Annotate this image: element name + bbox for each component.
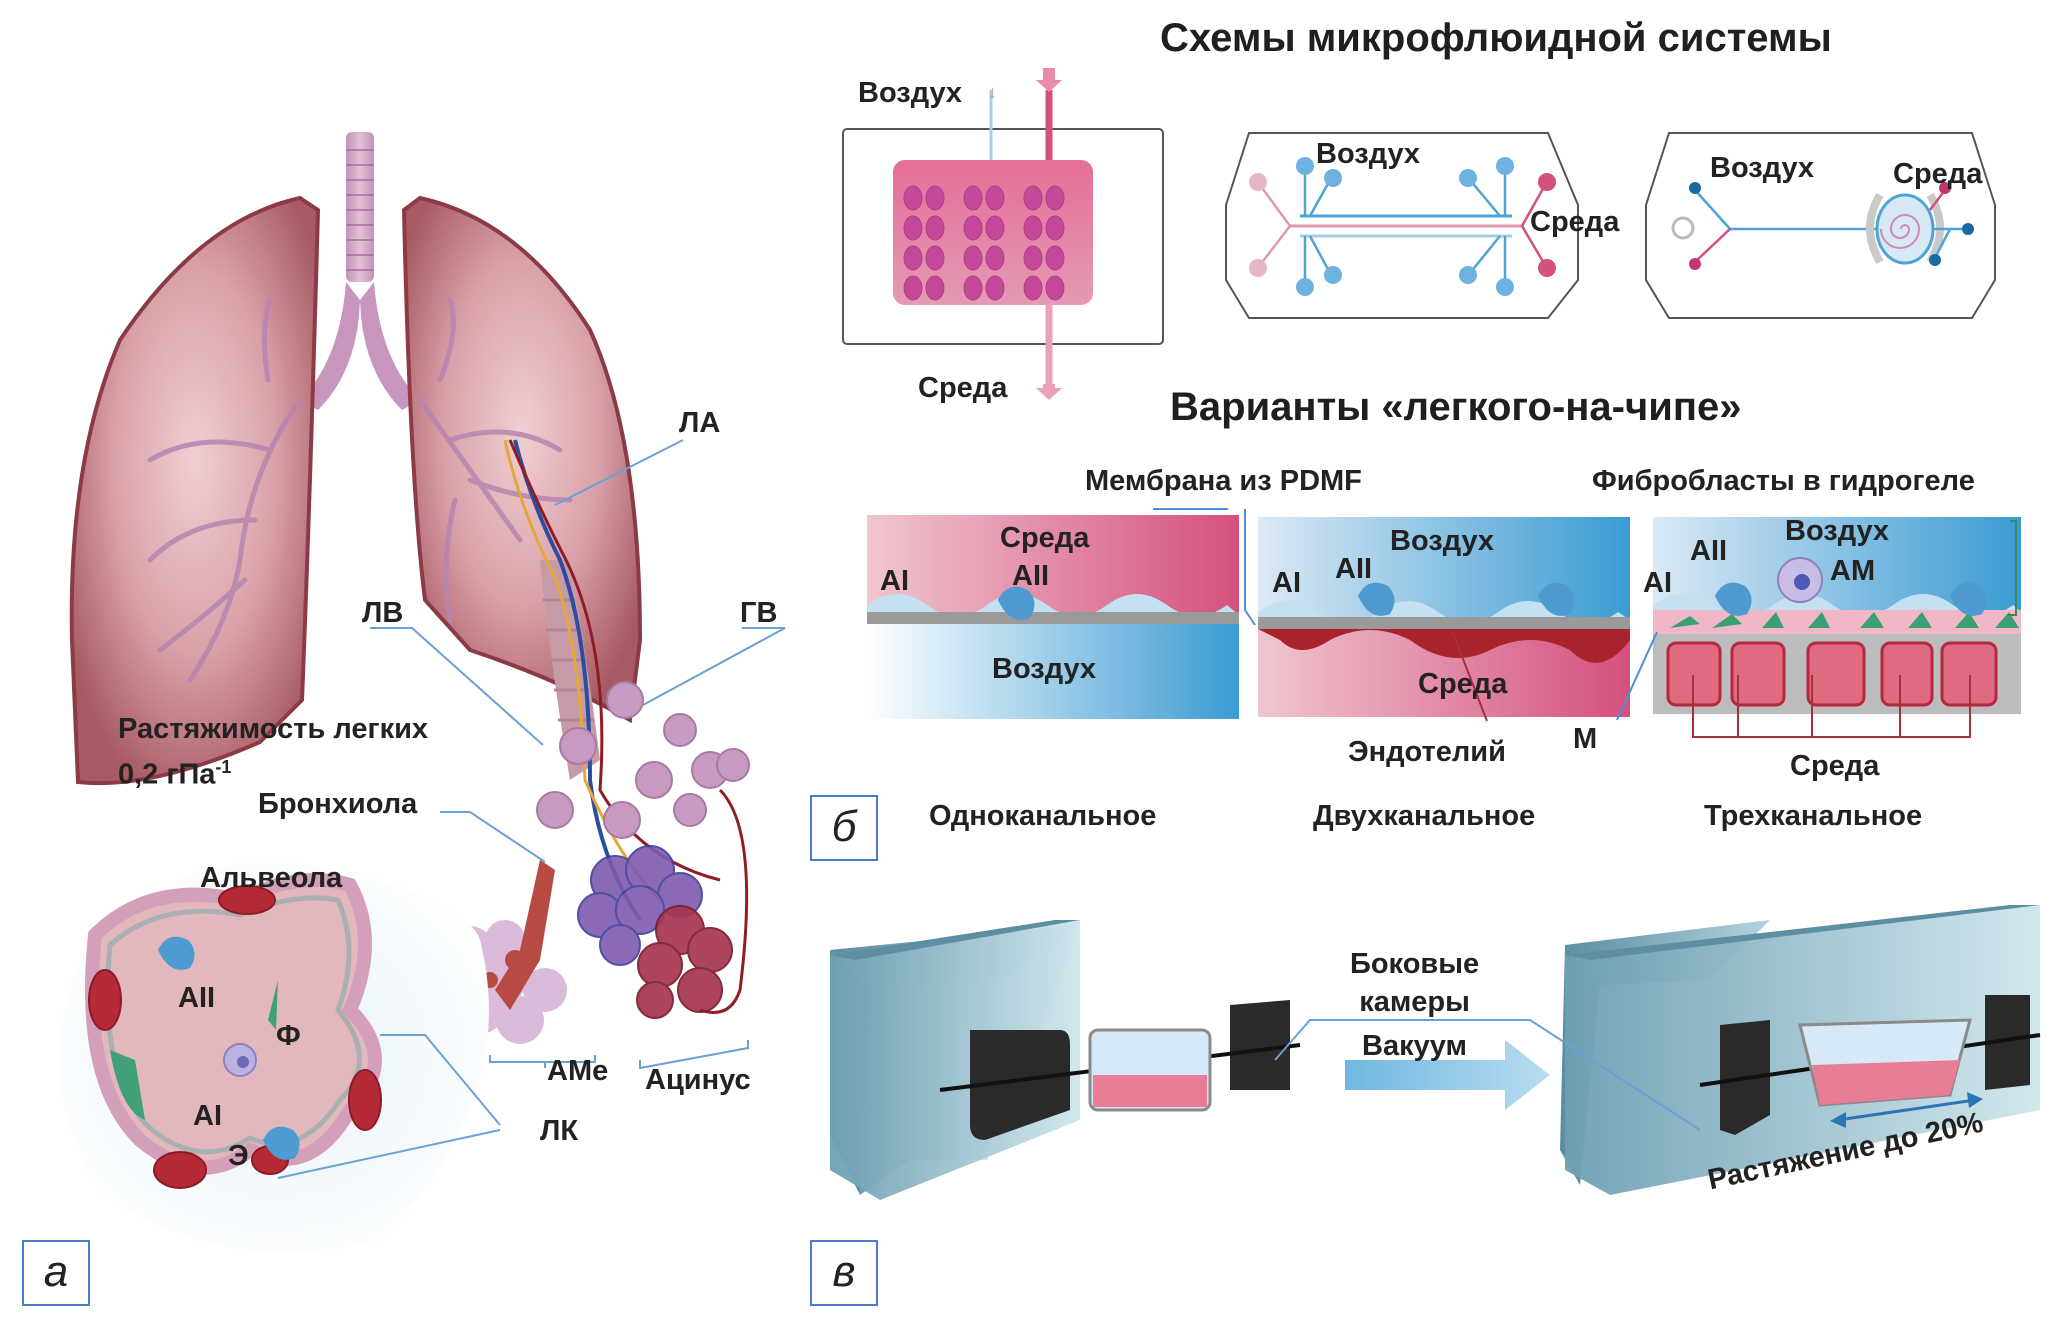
compliance-line2: 0,2 гПа bbox=[118, 758, 216, 791]
trachea bbox=[300, 132, 420, 410]
label-la: ЛА bbox=[679, 407, 721, 439]
side-chambers-label: Боковые камеры bbox=[1350, 945, 1479, 1021]
chip-well bbox=[985, 185, 1005, 211]
panel-tag-a: а bbox=[22, 1240, 90, 1306]
variant3-aii: AII bbox=[1690, 535, 1728, 567]
label-lv: ЛВ bbox=[362, 597, 404, 629]
scheme-1-air-label: Воздух bbox=[858, 77, 963, 109]
label-alveolus: Альвеола bbox=[200, 862, 343, 894]
chip-well bbox=[925, 245, 945, 271]
label-lk: ЛК bbox=[540, 1115, 579, 1147]
variant3-top-air: Воздух bbox=[1785, 515, 1890, 547]
chip-well bbox=[925, 215, 945, 241]
acinus-cluster bbox=[577, 788, 749, 1019]
scheme-2-medium-label: Среда bbox=[1530, 206, 1620, 238]
scheme-3-air-label: Воздух bbox=[1710, 152, 1815, 184]
variant3-bottom-medium: Среда bbox=[1790, 750, 1880, 782]
chip-well bbox=[1023, 185, 1043, 211]
variant-two-channel bbox=[1258, 517, 1630, 717]
variant2-aii: AII bbox=[1335, 553, 1373, 585]
chip-well bbox=[903, 185, 923, 211]
membrane-label: Мембрана из PDMF bbox=[1085, 465, 1362, 497]
variant-three-channel bbox=[1653, 517, 2021, 738]
side-chambers-line1: Боковые bbox=[1350, 948, 1480, 980]
variant1-aii: AII bbox=[1012, 560, 1050, 592]
scheme-3-chip bbox=[1645, 132, 1996, 319]
air-down-arrow-icon: ↓ bbox=[988, 82, 997, 102]
variant3-name: Трехканальное bbox=[1704, 800, 1923, 832]
scheme-1-medium-label: Среда bbox=[918, 372, 1008, 404]
variant2-name: Двухканальное bbox=[1313, 800, 1536, 832]
right-lung-shape bbox=[69, 195, 321, 786]
label-endothelium-e: Э bbox=[228, 1140, 249, 1172]
chip-well bbox=[903, 275, 923, 301]
variant1-bottom-air: Воздух bbox=[992, 653, 1097, 685]
variant3-m: М bbox=[1573, 723, 1598, 755]
chip-well bbox=[1023, 215, 1043, 241]
chip-well bbox=[925, 185, 945, 211]
label-compliance: Растяжимость легких 0,2 гПа-1 bbox=[118, 710, 428, 794]
chip-well bbox=[1023, 275, 1043, 301]
chip-well bbox=[903, 245, 923, 271]
chip-well bbox=[1045, 215, 1065, 241]
variant2-endothelium: Эндотелий bbox=[1348, 736, 1506, 768]
chip-well bbox=[903, 215, 923, 241]
label-ame: АМе bbox=[547, 1055, 609, 1087]
scheme-2-air-label: Воздух bbox=[1316, 138, 1421, 170]
title-lung-on-chip-variants: Варианты «легкого-на-чипе» bbox=[1170, 385, 1742, 429]
chip-well bbox=[1045, 275, 1065, 301]
compliance-line1: Растяжимость легких bbox=[118, 713, 429, 745]
title-microfluidic-schemes: Схемы микрофлюидной системы bbox=[1160, 16, 1832, 60]
chip-well bbox=[1023, 245, 1043, 271]
chip-well bbox=[1045, 185, 1065, 211]
label-gv: ГВ bbox=[740, 597, 778, 629]
variant1-name: Одноканальное bbox=[929, 800, 1157, 832]
compliance-exponent: -1 bbox=[215, 757, 232, 777]
variant3-ai: AI bbox=[1643, 567, 1672, 599]
variant2-bottom-medium: Среда bbox=[1418, 668, 1508, 700]
variant-single-channel bbox=[867, 515, 1239, 719]
chip-well bbox=[963, 215, 983, 241]
scheme-3-medium-label: Среда bbox=[1893, 158, 1983, 190]
label-acinus: Ацинус bbox=[645, 1064, 751, 1096]
variant1-ai: AI bbox=[880, 565, 909, 597]
chip-well bbox=[963, 185, 983, 211]
chip-well bbox=[985, 215, 1005, 241]
panel-tag-c: в bbox=[810, 1240, 878, 1306]
variant3-am: АМ bbox=[1830, 555, 1876, 587]
vacuum-label: Вакуум bbox=[1362, 1030, 1467, 1062]
chip-well bbox=[1045, 245, 1065, 271]
label-aii-alveolus: AII bbox=[178, 982, 216, 1014]
chip-well bbox=[963, 245, 983, 271]
scheme-1-chip bbox=[842, 68, 1164, 400]
fibroblast-hydrogel-label: Фибробласты в гидрогеле bbox=[1592, 465, 1975, 497]
variant2-ai: AI bbox=[1272, 567, 1301, 599]
scheme-2-chip bbox=[1225, 132, 1579, 319]
panel-tag-b: б bbox=[810, 795, 878, 861]
variant2-top-air: Воздух bbox=[1390, 525, 1495, 557]
variant1-top-medium: Среда bbox=[1000, 522, 1090, 554]
chip-well bbox=[925, 275, 945, 301]
chip-well bbox=[985, 245, 1005, 271]
label-ai-alveolus: AI bbox=[193, 1100, 222, 1132]
chip-well bbox=[963, 275, 983, 301]
side-chambers-line2: камеры bbox=[1359, 986, 1470, 1018]
label-fibroblast: Ф bbox=[276, 1020, 301, 1052]
label-bronchiole: Бронхиола bbox=[258, 788, 418, 820]
chip-well bbox=[985, 275, 1005, 301]
